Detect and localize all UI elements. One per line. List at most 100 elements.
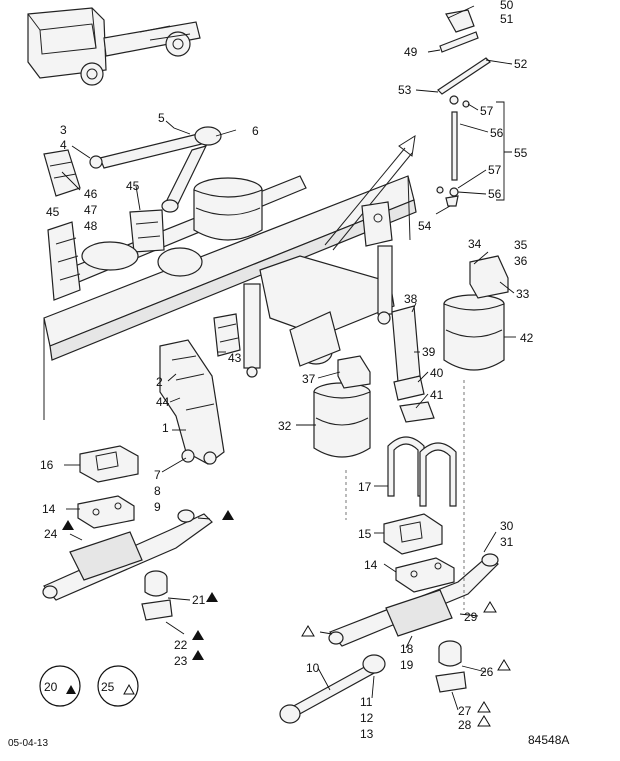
clamp-plate-14-right: [395, 557, 455, 593]
bracket-left-45: [43, 149, 81, 197]
callout-39: 39: [422, 345, 436, 359]
callout-19: 19: [400, 658, 414, 672]
upper-air-spring: [193, 177, 263, 241]
direction-arrow: [324, 135, 416, 251]
legend-label-20: 20: [44, 680, 58, 694]
callout-28: 28: [458, 718, 472, 732]
filled-triangle-marker: [222, 510, 234, 520]
callout-4: 4: [60, 138, 67, 152]
callout-10: 10: [306, 661, 320, 675]
filled-triangle-marker: [62, 520, 74, 530]
callout-12: 12: [360, 711, 374, 725]
callout-53: 53: [398, 83, 412, 97]
left-axle-assembly: [47, 221, 203, 301]
air-spring-32: [313, 382, 371, 458]
callout-15: 15: [358, 527, 372, 541]
mount-plate-37: [337, 355, 371, 389]
callout-36: 36: [514, 254, 528, 268]
callout-49: 49: [404, 45, 418, 59]
spring-seat-16: [79, 445, 139, 483]
callout-24: 24: [44, 527, 58, 541]
callout-56-top: 56: [490, 126, 504, 140]
callout-27: 27: [458, 704, 472, 718]
filled-triangle-marker: [192, 650, 204, 660]
callout-3: 3: [60, 123, 67, 137]
callout-16: 16: [40, 458, 54, 472]
callout-54: 54: [418, 219, 432, 233]
callout-57-top: 57: [480, 104, 494, 118]
mount-plate-33: [469, 255, 509, 299]
callout-26: 26: [480, 665, 494, 679]
callout-29: 29: [464, 610, 478, 624]
callout-48: 48: [84, 219, 98, 233]
air-spring-42: [443, 294, 505, 371]
callout-47: 47: [84, 203, 98, 217]
callout-32: 32: [278, 419, 292, 433]
callout-31: 31: [500, 535, 514, 549]
callout-38: 38: [404, 292, 418, 306]
leader-lines: [61, 5, 516, 711]
footer-date: 05-04-13: [8, 738, 48, 749]
callout-5: 5: [158, 111, 165, 125]
callout-40: 40: [430, 366, 444, 380]
walking-beam-left-24: [42, 509, 213, 601]
footer-reference: 84548A: [528, 733, 569, 747]
bracket-center-45: [129, 209, 165, 253]
right-shock-mount: [361, 201, 393, 325]
callout-7: 7: [154, 468, 161, 482]
walking-beam-right-30: [328, 553, 499, 647]
outline-triangle-marker: [477, 715, 491, 727]
callout-41: 41: [430, 388, 444, 402]
callout-30: 30: [500, 519, 514, 533]
callout-21: 21: [192, 593, 206, 607]
callout-23: 23: [174, 654, 188, 668]
callout-44: 44: [156, 395, 170, 409]
triangle-markers: [62, 510, 511, 727]
callout-1: 1: [162, 421, 169, 435]
pad-41: [399, 401, 435, 423]
callout-14-right: 14: [364, 558, 378, 572]
callout-57-bottom: 57: [488, 163, 502, 177]
callout-42: 42: [520, 331, 534, 345]
alignment-lines: [345, 380, 465, 610]
part-callouts: 3 4 5 6 46 47 48 45 45 43 2 44 1 7 8 9 1…: [40, 0, 534, 741]
filled-triangle-marker: [206, 592, 218, 602]
callout-18: 18: [400, 642, 414, 656]
bracket-38: [391, 305, 425, 401]
bracket-43: [213, 313, 241, 357]
callout-35: 35: [514, 238, 528, 252]
shock-absorber-center: [243, 283, 261, 378]
lower-torque-rod-10: [279, 654, 386, 724]
callout-34: 34: [468, 237, 482, 251]
callout-56-bottom: 56: [488, 187, 502, 201]
outline-triangle-marker: [483, 601, 497, 613]
callout-46: 46: [84, 187, 98, 201]
outline-triangle-marker: [497, 659, 511, 671]
callout-55: 55: [514, 146, 528, 160]
spring-hanger-1: [159, 339, 225, 465]
bushing-26: [435, 640, 467, 693]
bushing-21: [141, 570, 173, 621]
callout-11: 11: [360, 695, 373, 709]
upper-torque-rod: [89, 126, 222, 213]
callout-37: 37: [302, 372, 316, 386]
clamp-plate-14-left: [77, 495, 135, 529]
callout-22: 22: [174, 638, 188, 652]
callout-45-center: 45: [126, 179, 140, 193]
callout-45-left: 45: [46, 205, 60, 219]
callout-51: 51: [500, 12, 514, 26]
legend-circle-20: 20: [39, 665, 81, 707]
spring-seat-15: [383, 513, 443, 555]
outline-triangle-marker: [477, 701, 491, 713]
callout-8: 8: [154, 484, 161, 498]
filled-triangle-marker: [192, 630, 204, 640]
callout-6: 6: [252, 124, 259, 138]
legend-circle-25: 25: [97, 665, 139, 707]
legend-label-25: 25: [101, 680, 115, 694]
callout-43: 43: [228, 351, 242, 365]
callout-50: 50: [500, 0, 514, 12]
callout-33: 33: [516, 287, 530, 301]
truck-thumbnail: [27, 7, 201, 86]
